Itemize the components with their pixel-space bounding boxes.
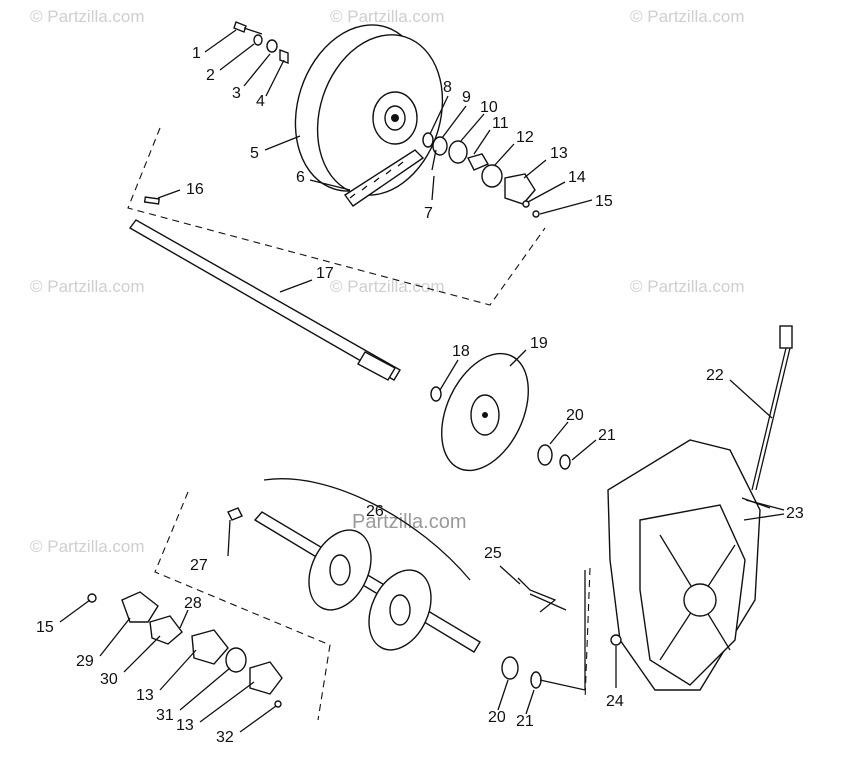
callout-6: 6	[296, 169, 305, 186]
callout-3: 3	[232, 85, 241, 102]
watermark: © Partzilla.com	[30, 277, 145, 296]
callout-27: 27	[190, 557, 208, 574]
callout-15b: 15	[36, 619, 54, 636]
drive-sheave-assembly	[233, 21, 540, 218]
callout-5: 5	[250, 145, 259, 162]
watermark: © Partzilla.com	[630, 277, 745, 296]
callout-19: 19	[530, 335, 548, 352]
watermark: © Partzilla.com	[630, 7, 745, 26]
callout-16: 16	[186, 181, 204, 198]
watermark: © Partzilla.com	[330, 7, 445, 26]
callout-14: 14	[568, 169, 586, 186]
watermark: © Partzilla.com	[30, 537, 145, 556]
callout-11: 11	[492, 115, 509, 132]
jackshaft	[128, 196, 401, 381]
callout-18: 18	[452, 343, 470, 360]
callout-10: 10	[480, 99, 498, 116]
callout-26: 26	[366, 503, 384, 520]
driven-gear-assembly	[227, 478, 622, 691]
callout-17: 17	[316, 265, 334, 282]
callout-2: 2	[206, 67, 215, 84]
callout-25: 25	[484, 545, 502, 562]
callout-1: 1	[192, 45, 201, 62]
callout-4: 4	[256, 93, 265, 110]
callout-7: 7	[424, 205, 433, 222]
callout-30: 30	[100, 671, 118, 688]
callout-23: 23	[786, 505, 804, 522]
callouts: 1 2 3 4 5 6 7 8 9 10 11 12 13 14 15 16 1…	[36, 45, 804, 746]
callout-24: 24	[606, 693, 624, 710]
callout-15: 15	[595, 193, 613, 210]
callout-13c: 13	[176, 717, 194, 734]
watermark: © Partzilla.com	[330, 277, 445, 296]
callout-20b: 20	[488, 709, 506, 726]
chaincase	[607, 325, 793, 691]
brake-disc	[430, 352, 571, 472]
callout-9: 9	[462, 89, 471, 106]
callout-31: 31	[156, 707, 174, 724]
callout-8: 8	[443, 79, 452, 96]
watermark-center: Partzilla.com	[352, 511, 466, 533]
callout-21b: 21	[516, 713, 534, 730]
callout-21: 21	[598, 427, 616, 444]
callout-20: 20	[566, 407, 584, 424]
callout-28: 28	[184, 595, 202, 612]
assembly-outlines	[127, 127, 591, 721]
callout-12: 12	[516, 129, 534, 146]
bearing-housing-stack	[87, 591, 283, 708]
callout-29: 29	[76, 653, 94, 670]
watermark: © Partzilla.com	[30, 7, 145, 26]
callout-22: 22	[706, 367, 724, 384]
callout-13: 13	[550, 145, 568, 162]
leader-lines	[59, 29, 785, 733]
callout-32: 32	[216, 729, 234, 746]
callout-13b: 13	[136, 687, 154, 704]
